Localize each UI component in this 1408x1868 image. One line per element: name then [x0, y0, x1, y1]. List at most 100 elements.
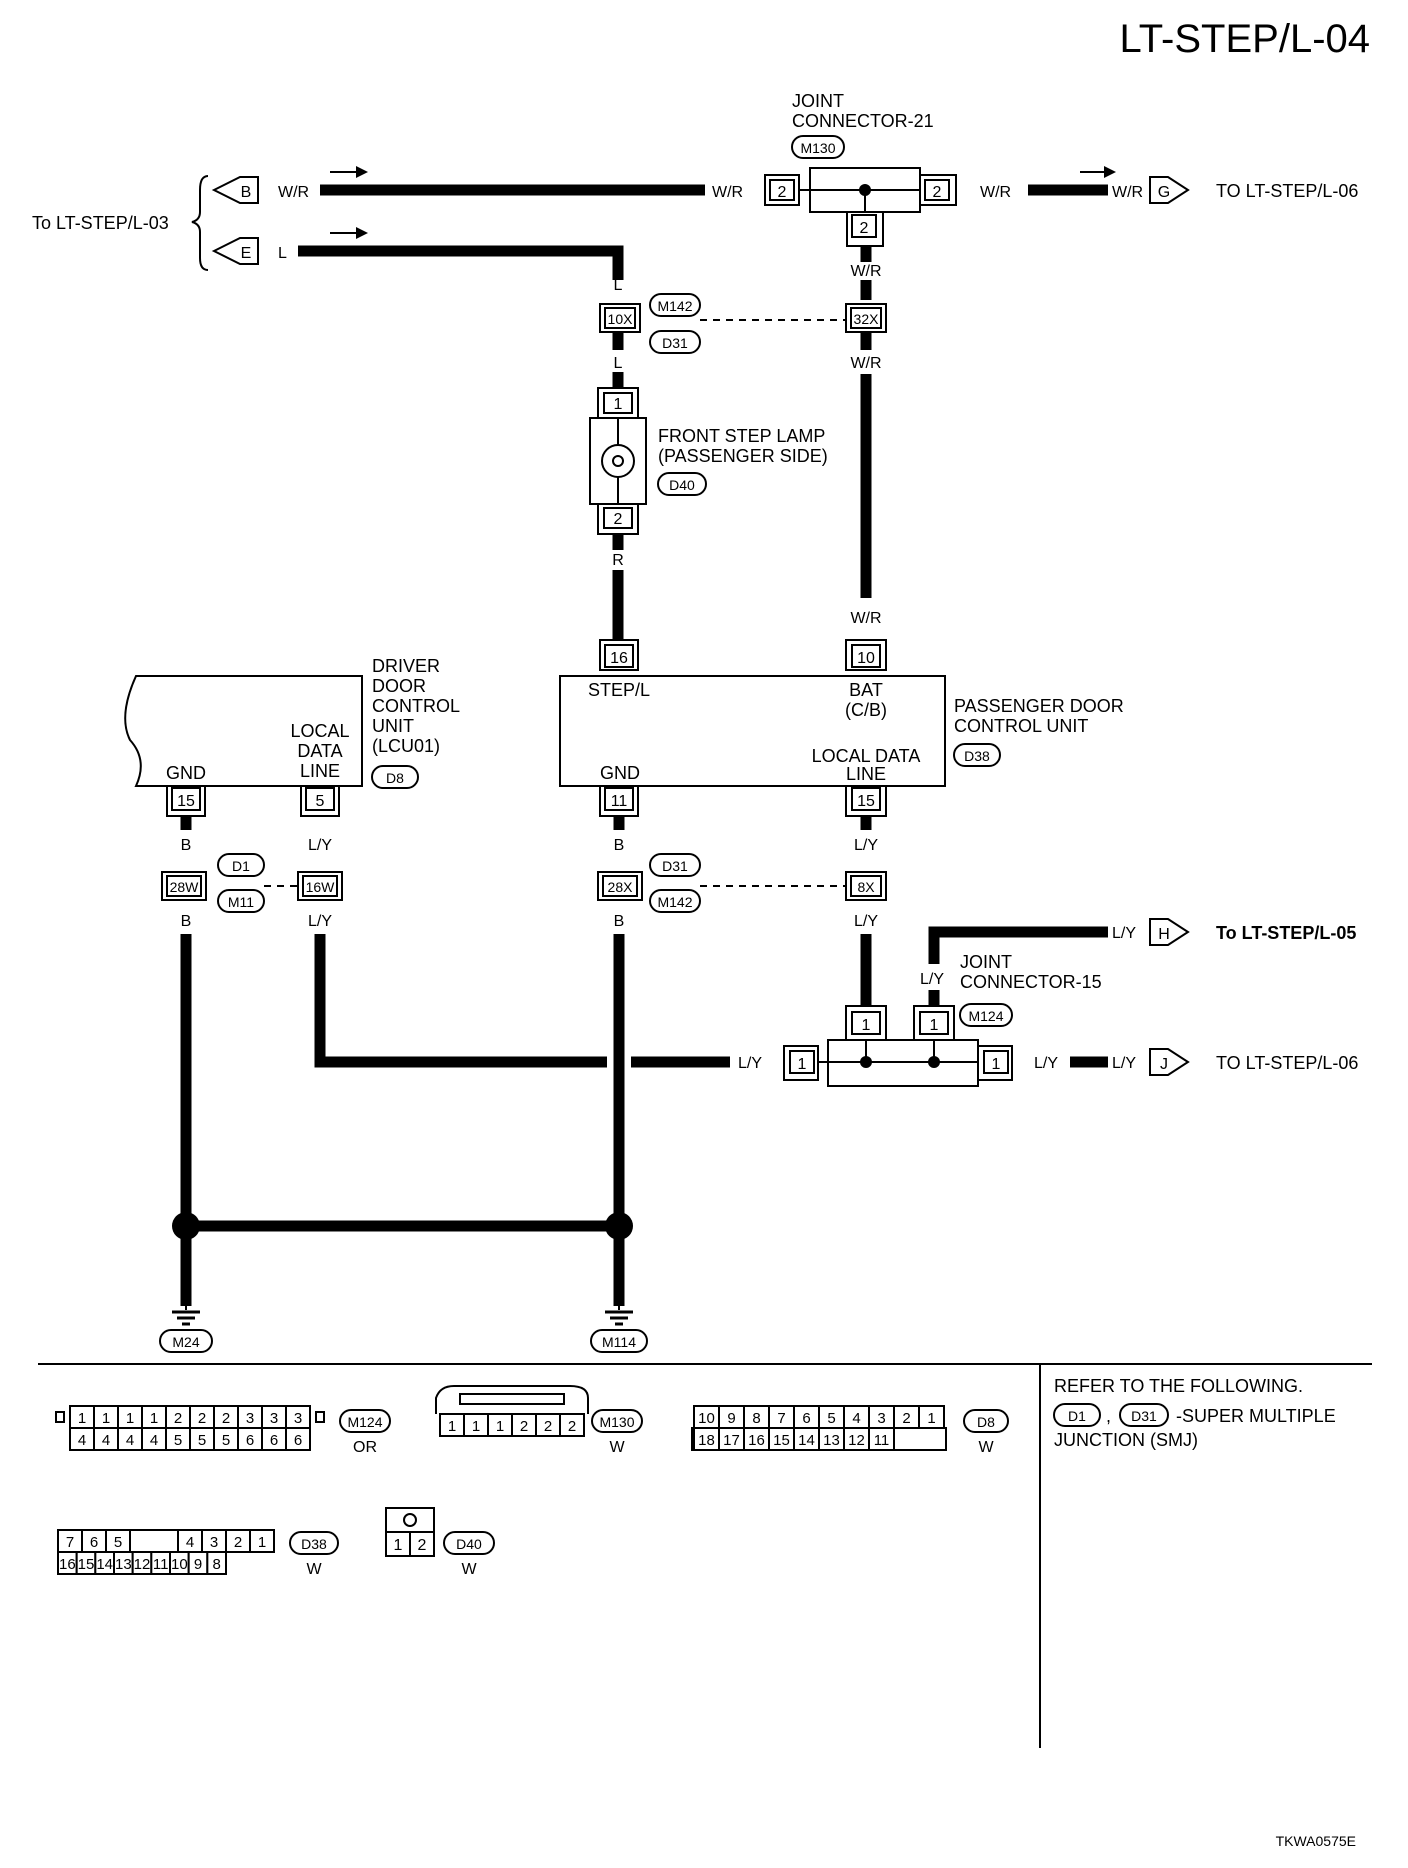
svg-text:D40: D40 [456, 1536, 482, 1552]
pin-label: 1 [150, 1410, 158, 1427]
ground-symbol-right: M114 [590, 1300, 648, 1353]
svg-text:D1: D1 [1068, 1408, 1086, 1424]
jc15-label-1: JOINT [960, 952, 1012, 972]
ground-symbol-left: M24 [159, 1300, 213, 1353]
connector-e: E [211, 237, 259, 265]
svg-text:D8: D8 [977, 1414, 995, 1430]
m130-ref-badge: M130 [591, 1409, 643, 1433]
d40-ref-badge: D40 [443, 1531, 495, 1555]
pin-label: 16 [748, 1432, 765, 1449]
to-lt-step-l-06-top: TO LT-STEP/L-06 [1216, 181, 1358, 201]
pin-label: 1 [448, 1418, 456, 1435]
step-lamp-ref-badge: D40 [657, 472, 707, 496]
d38-ref-badge: D38 [289, 1531, 339, 1555]
wire-color-ly: L/Y [854, 837, 878, 854]
pin-label: 1 [472, 1418, 480, 1435]
connector-j: J [1149, 1048, 1190, 1076]
key-slot [129, 1529, 179, 1553]
pin-label: 18 [698, 1432, 715, 1449]
step-lamp-label-1: FRONT STEP LAMP [658, 426, 825, 446]
pin-cell [285, 1427, 311, 1451]
pin-label: 2 [520, 1418, 528, 1435]
svg-text:16W: 16W [306, 879, 336, 895]
pin-label: 10 [698, 1410, 715, 1427]
pin-label: 3 [294, 1410, 302, 1427]
d40-color: W [461, 1561, 477, 1578]
svg-text:D31: D31 [1131, 1408, 1157, 1424]
svg-text:(C/B): (C/B) [845, 700, 887, 720]
svg-text:10: 10 [857, 650, 875, 667]
smj-upper-ref-bottom: D31 [649, 330, 701, 354]
d38-color: W [306, 1561, 322, 1578]
svg-text:2: 2 [778, 184, 787, 201]
svg-text:D38: D38 [964, 748, 990, 764]
smj-left-pin-right: 16W [297, 871, 343, 901]
wire-color-ly: L/Y [738, 1055, 762, 1072]
svg-text:11: 11 [611, 793, 628, 810]
svg-text:GND: GND [600, 763, 640, 783]
driver-unit-label-3: CONTROL [372, 696, 460, 716]
pin-label: 6 [294, 1432, 302, 1449]
pin-cell [559, 1413, 585, 1437]
svg-text:28W: 28W [170, 879, 200, 895]
page-title: LT-STEP/L-04 [1120, 17, 1370, 61]
pin-label: 8 [212, 1556, 220, 1573]
wire-color-ly: L/Y [1112, 1055, 1136, 1072]
wire-color-ly: L/Y [920, 971, 944, 988]
wire-color-l: L [614, 355, 623, 372]
step-lamp-label-2: (PASSENGER SIDE) [658, 446, 828, 466]
smj-upper-pin-left: 10X [599, 303, 641, 333]
passenger-unit-label-1: PASSENGER DOOR [954, 696, 1124, 716]
svg-text:15: 15 [857, 793, 875, 810]
svg-text:E: E [241, 245, 252, 262]
flow-arrow-head [1104, 166, 1116, 178]
pin-label: 6 [246, 1432, 254, 1449]
jc21-label-2: CONNECTOR-21 [792, 111, 934, 131]
svg-text:H: H [1158, 926, 1170, 943]
figure-id: TKWA0575E [1276, 1833, 1356, 1849]
pin-label: 2 [568, 1418, 576, 1435]
wire-color-wr: W/R [278, 184, 309, 201]
driver-unit-label-2: DOOR [372, 676, 426, 696]
svg-text:2: 2 [614, 511, 623, 528]
pin-label: 13 [115, 1556, 132, 1573]
pin-label: 15 [773, 1432, 790, 1449]
wire-ly-to-05 [928, 926, 1108, 964]
legend-note-line1: REFER TO THE FOLLOWING. [1054, 1376, 1303, 1396]
svg-text:STEP/L: STEP/L [588, 680, 650, 700]
pin-label: 4 [78, 1432, 86, 1449]
svg-text:M114: M114 [602, 1334, 636, 1350]
joint-connector-15: 1 1 1 1 [783, 1005, 1013, 1087]
svg-text:M24: M24 [172, 1334, 199, 1350]
smj-left-ref-top: D1 [217, 853, 265, 877]
wire-color-wr: W/R [850, 263, 881, 280]
svg-text:15: 15 [177, 793, 195, 810]
pin-label: 5 [222, 1432, 230, 1449]
smj-left-pin-left: 28W [161, 871, 207, 901]
wire-color-b: B [181, 837, 192, 854]
d8-ref-badge: D8 [963, 1409, 1009, 1433]
flow-arrow-head [356, 227, 368, 239]
svg-text:2: 2 [860, 220, 869, 237]
m124-color: OR [353, 1439, 377, 1456]
smj-mid-pin-left: 28X [597, 871, 643, 901]
wire-color-wr: W/R [712, 184, 743, 201]
svg-text:16: 16 [610, 650, 628, 667]
wire-color-ly: L/Y [308, 913, 332, 930]
note-sep: , [1106, 1406, 1111, 1426]
svg-text:D1: D1 [232, 858, 250, 874]
pin-label: 14 [798, 1432, 815, 1449]
svg-text:1: 1 [614, 396, 623, 413]
splice-dot [172, 1212, 200, 1240]
smj-upper-pin-right: 32X [845, 303, 887, 333]
pin-label: 6 [270, 1432, 278, 1449]
to-lt-step-l-06-bottom: TO LT-STEP/L-06 [1216, 1053, 1358, 1073]
pin-label: 3 [877, 1410, 885, 1427]
jc15-ref-badge: M124 [959, 1003, 1013, 1027]
pin-label: 1 [102, 1410, 110, 1427]
latch [55, 1411, 65, 1423]
driver-unit-label-4: UNIT [372, 716, 414, 736]
pin-label: 1 [126, 1410, 134, 1427]
pin-label: 2 [198, 1410, 206, 1427]
